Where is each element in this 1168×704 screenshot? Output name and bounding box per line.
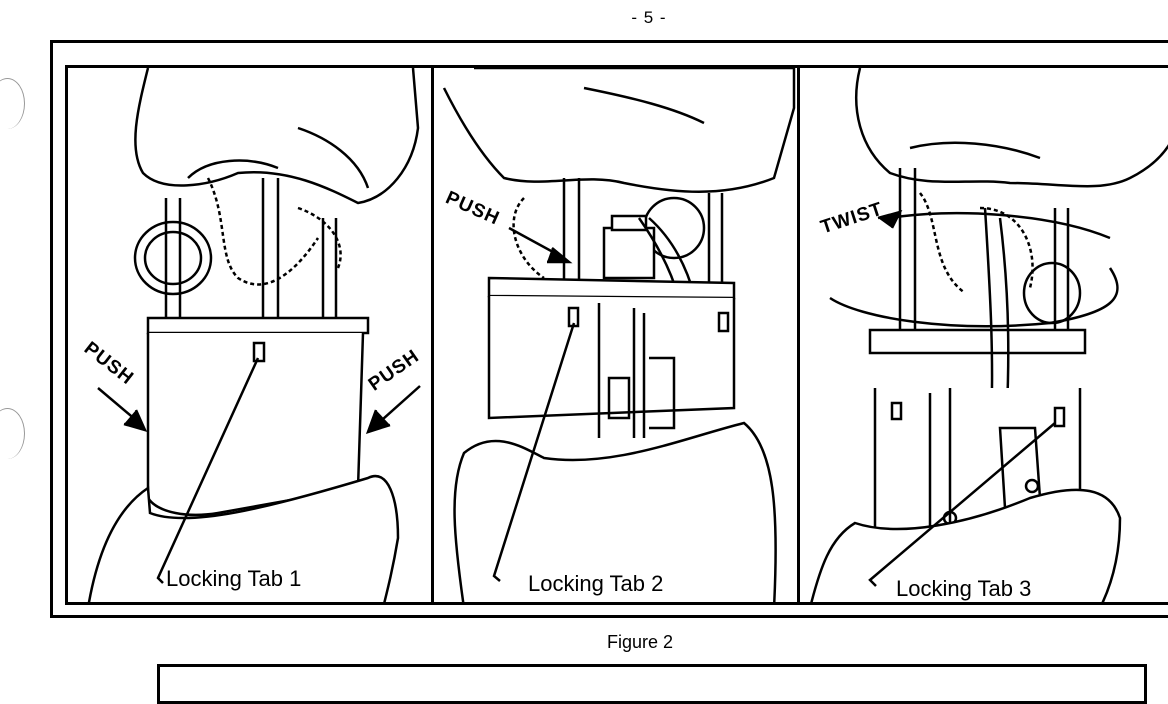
- callout-locking-tab-1: Locking Tab 1: [166, 566, 302, 591]
- figure-panel-3: TWIST Locking Tab 3: [797, 65, 1168, 605]
- figure-panel-2: PUSH Locking Tab 2: [431, 65, 803, 605]
- figure-panel-1: PUSH PUSH Locking Tab 1: [65, 65, 437, 605]
- panel-1-illustration: [87, 68, 421, 602]
- panel-3-illustration: [810, 68, 1168, 602]
- margin-punch-mark: [0, 78, 25, 129]
- page-number: - 5 -: [631, 8, 667, 27]
- next-section-box: [157, 664, 1147, 704]
- callout-locking-tab-2: Locking Tab 2: [528, 571, 664, 596]
- panel-2-illustration: [442, 68, 796, 602]
- figure-caption: Figure 2: [606, 632, 674, 652]
- callout-locking-tab-3: Locking Tab 3: [896, 576, 1032, 601]
- margin-punch-mark: [0, 408, 25, 459]
- figure-frame: PUSH PUSH Locking Tab 1: [50, 40, 1168, 618]
